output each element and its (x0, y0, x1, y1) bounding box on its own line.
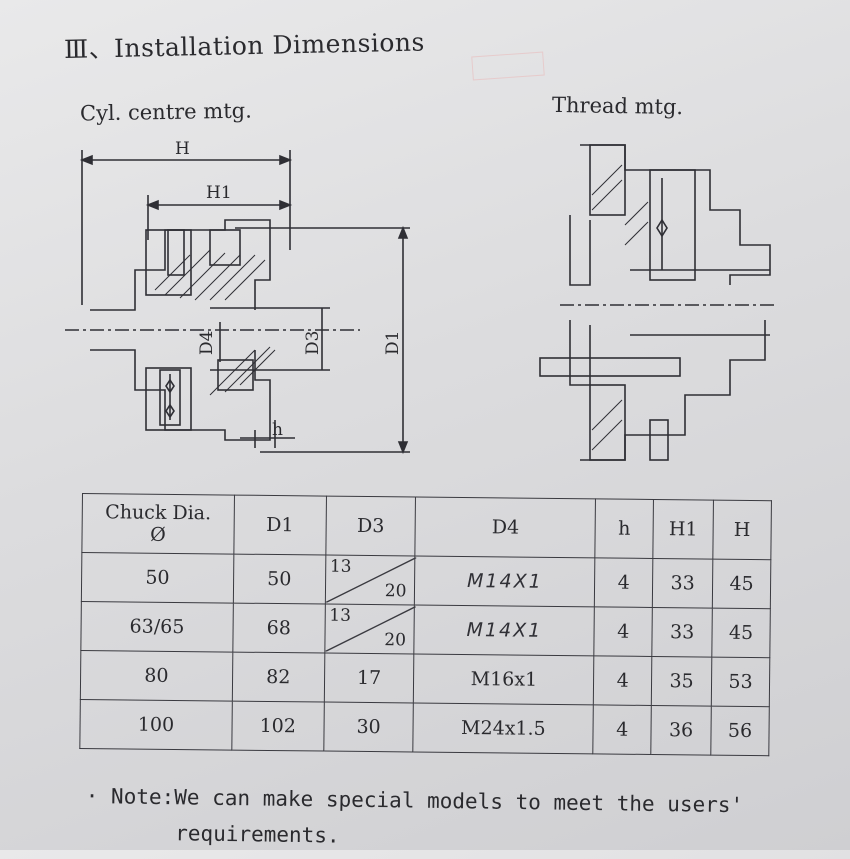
cell-h-small: 4 (594, 606, 653, 657)
cell-h-large: 53 (711, 657, 770, 707)
cell-h-large: 45 (712, 559, 771, 609)
cell-h-large: 45 (711, 608, 771, 658)
cell-d1: 50 (233, 554, 326, 605)
table-row: 80 82 17 M16x1 4 35 53 (80, 650, 770, 707)
cell-d1: 102 (231, 701, 324, 752)
header-d1: D1 (233, 495, 327, 556)
cell-d4-handwritten: M14X1 (414, 555, 596, 607)
cell-h-large: 56 (710, 706, 770, 756)
faint-stamp (471, 51, 545, 81)
cell-chuck: 80 (80, 650, 233, 702)
cell-h-small: 4 (594, 557, 653, 608)
header-d4: D4 (415, 496, 596, 558)
cell-h1: 36 (650, 705, 712, 756)
thread-mounting-drawing (539, 144, 775, 461)
cell-d3-lower: 20 (384, 581, 407, 602)
cell-h1: 33 (651, 607, 713, 658)
note-text: · Note:We can make special models to mee… (85, 778, 744, 859)
cell-d4-handwritten: M14X1 (414, 604, 595, 656)
header-h1: H1 (652, 499, 714, 560)
cell-d3-split: 13 20 (324, 555, 416, 605)
cell-chuck: 50 (81, 552, 234, 604)
left-caption: Cyl. centre mtg. (79, 98, 252, 126)
cell-d3-lower: 20 (384, 630, 407, 651)
header-d3: D3 (325, 496, 416, 556)
diameter-symbol: Ø (150, 523, 166, 546)
cell-d4: M24x1.5 (413, 702, 594, 754)
dim-label-D3: D3 (303, 331, 323, 355)
installation-dimensions-table: Chuck Dia. Ø D1 D3 D4 h H1 H 50 50 13 20… (79, 493, 772, 756)
table-row: 50 50 13 20 M14X1 4 33 45 (81, 552, 771, 609)
table-header-row: Chuck Dia. Ø D1 D3 D4 h H1 H (81, 493, 772, 560)
cell-d3-split: 13 20 (324, 604, 416, 654)
table-row: 63/65 68 13 20 M14X1 4 33 45 (80, 601, 771, 658)
dim-label-H: H (175, 139, 190, 159)
cell-d1: 82 (232, 652, 325, 703)
split-diagonal (325, 556, 416, 604)
right-caption: Thread mtg. (551, 92, 684, 120)
cell-d4: M16x1 (413, 653, 595, 705)
header-chuck-dia: Chuck Dia. Ø (81, 493, 235, 555)
dim-label-H1: H1 (206, 183, 232, 203)
cell-d3: 30 (323, 702, 414, 752)
note-line-2: requirements. (175, 821, 340, 848)
note-line-1: · Note:We can make special models to mee… (85, 783, 744, 818)
header-chuck-dia-label: Chuck Dia. (105, 501, 212, 525)
cylinder-centre-mounting-drawing: H H1 D4 D3 D1 h (65, 139, 410, 455)
dim-label-h: h (272, 420, 283, 440)
split-diagonal (324, 605, 416, 653)
cell-h-small: 4 (593, 704, 652, 755)
cell-chuck: 63/65 (80, 601, 234, 653)
dim-label-D1: D1 (383, 331, 403, 355)
header-h-large: H (712, 500, 772, 560)
cell-d1: 68 (232, 603, 325, 654)
cell-d3-upper: 13 (329, 556, 352, 577)
dim-label-D4: D4 (197, 331, 217, 355)
cell-d3-upper: 13 (329, 605, 352, 626)
cell-h1: 35 (651, 656, 712, 707)
cell-chuck: 100 (79, 699, 233, 751)
cell-h-small: 4 (593, 655, 652, 706)
table-row: 100 102 30 M24x1.5 4 36 56 (79, 699, 770, 756)
cell-h1: 33 (652, 558, 713, 609)
section-title: Ⅲ、Installation Dimensions (63, 27, 426, 64)
cell-d3: 17 (323, 653, 415, 703)
header-h-small: h (595, 498, 654, 559)
